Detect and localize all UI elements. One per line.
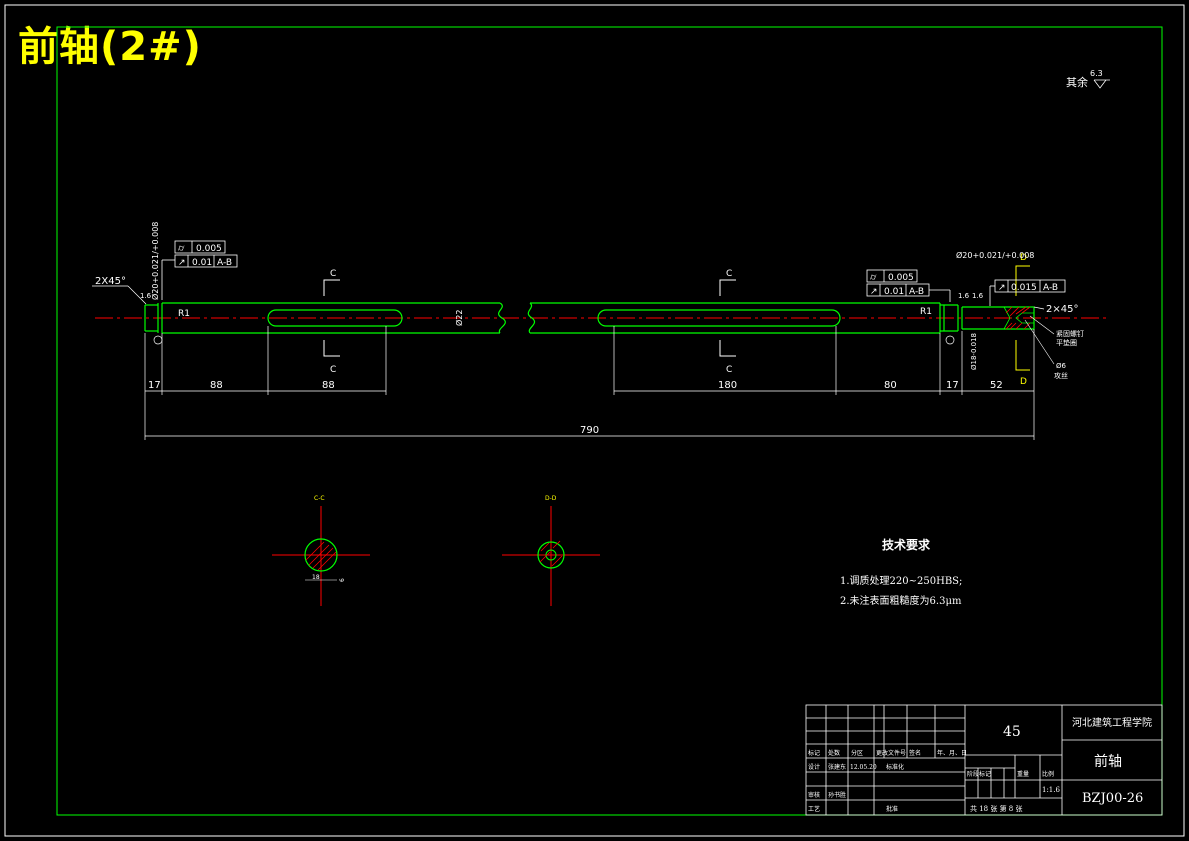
scale: 1:1.6 [1042,786,1060,794]
page-title: 前轴(2#) [18,24,202,70]
title-block [805,704,1163,816]
svg-text:批准: 批准 [886,805,898,813]
svg-text:工艺: 工艺 [808,805,820,813]
dia-left: Ø20+0.021/+0.008 [150,222,160,300]
chamfer-left: 2X45° [95,276,126,287]
section-label-c-top: C [330,269,336,279]
shaft-outline [144,302,1035,334]
svg-text:18: 18 [312,574,320,581]
svg-text:分区: 分区 [851,749,863,757]
roughness-right-b: 1.6 [972,292,984,300]
title-block-process-row: 工艺 批准 [808,805,898,813]
svg-text:C-C: C-C [314,495,325,502]
svg-text:张建东: 张建东 [828,763,846,771]
tol-right-val-2: 0.01 [884,287,904,297]
school-name: 河北建筑工程学院 [1072,716,1152,729]
svg-text:标记: 标记 [808,749,820,757]
dim-total: 790 [580,425,599,436]
note-screw: 紧固螺钉 [1056,329,1084,338]
dim-180: 180 [718,380,737,391]
material: 45 [1003,724,1021,740]
datum-b [945,335,955,345]
hole-note: 攻丝 [1054,371,1068,380]
tol-left-sym-1: ⌭ [178,244,185,254]
svg-text:孙书胜: 孙书胜 [828,791,846,799]
roughness-left: 1.6 [140,292,152,300]
sheet-count: 共 18 张 第 8 张 [970,804,1023,813]
tech-item-1: 1.调质处理220~250HBS; [840,575,962,587]
tol-end-datum: A-B [1043,283,1058,293]
tol-right-sym-1: ⌭ [870,273,877,283]
tol-left-sym-2: ↗ [178,258,186,268]
chamfer-right: 2×45° [1046,304,1078,315]
dim-52: 52 [990,380,1003,391]
roughness-note: 其余 6.3 [1066,69,1110,89]
dim-80: 80 [884,380,897,391]
tol-right-datum: A-B [909,287,924,297]
tol-end-sym: ↗ [998,283,1006,293]
dia-right: Ø20+0.021/+0.008 [956,250,1034,260]
tol-end-val: 0.015 [1011,283,1037,293]
section-view-d: D-D [502,495,600,606]
tolerance-left [161,240,238,300]
radius-right: R1 [920,307,932,317]
tol-left-val-2: 0.01 [192,258,212,268]
tech-heading: 技术要求 [882,537,931,552]
section-label-c2-top: C [726,269,732,279]
drawing-number: BZJ00-26 [1082,791,1143,806]
inner-border [56,26,1163,816]
title-block-header-row: 标记 处数 分区 更改文件号 签名 年、月、日 [808,749,967,757]
dim-17-left: 17 [148,380,161,391]
svg-text:设计: 设计 [808,763,820,771]
svg-text:重量: 重量 [1017,770,1029,778]
roughness-right-a: 1.6 [958,292,970,300]
part-name: 前轴 [1094,753,1122,770]
svg-text:更改文件号: 更改文件号 [876,749,906,757]
svg-text:12.05.20: 12.05.20 [850,764,877,771]
dimension-lines [144,326,1035,440]
section-view-c: C-C 18 6 [272,495,370,606]
section-label-c-bottom: C [330,365,336,375]
svg-text:6: 6 [339,578,346,582]
title-block-check-row: 审核 孙书胜 [808,791,846,799]
tol-left-datum: A-B [217,258,232,268]
tol-right-sym-2: ↗ [870,287,878,297]
title-block-stage-row: 阶段标记 重量 比例 [967,770,1054,778]
svg-text:签名: 签名 [909,749,921,757]
end-hatch [1003,306,1035,330]
tol-left-val-1: 0.005 [196,244,222,254]
dia-mid: Ø22 [454,310,464,326]
dim-88-b: 88 [322,380,335,391]
svg-text:比例: 比例 [1042,770,1054,778]
svg-text:审核: 审核 [808,791,820,799]
radius-left: R1 [178,309,190,319]
tolerance-end [989,279,1066,306]
datum-a [153,335,163,345]
svg-text:D-D: D-D [545,495,557,502]
tolerance-right [866,269,951,302]
dim-88-a: 88 [210,380,223,391]
svg-text:其余: 其余 [1066,75,1088,89]
section-markers [323,265,1030,371]
section-label-c2-bottom: C [726,365,732,375]
svg-text:6.3: 6.3 [1090,69,1103,78]
note-washer: 平垫圈 [1056,338,1077,347]
dim-17-right: 17 [946,380,959,391]
tol-right-val-1: 0.005 [888,273,914,283]
section-label-d-top: D [1020,253,1027,263]
svg-text:标准化: 标准化 [886,763,904,771]
title-block-design-row: 设计 张建东 12.05.20 标准化 [808,763,904,771]
section-label-d-bottom: D [1020,377,1027,387]
svg-text:处数: 处数 [828,749,840,757]
dia-end: Ø18-0.018 [970,333,978,370]
hole-dia: Ø6 [1056,362,1067,370]
svg-text:阶段标记: 阶段标记 [967,770,991,778]
tech-item-2: 2.未注表面粗糙度为6.3μm [840,594,962,607]
outer-border [4,4,1185,837]
svg-text:年、月、日: 年、月、日 [937,749,967,757]
